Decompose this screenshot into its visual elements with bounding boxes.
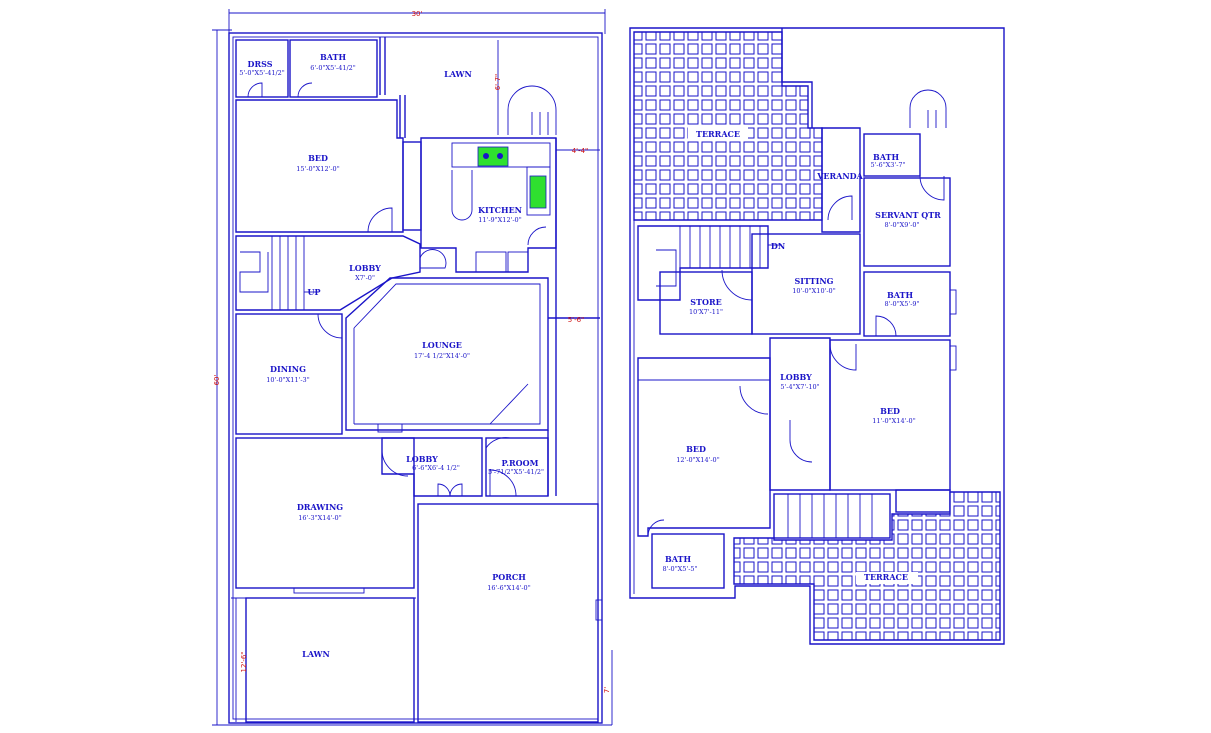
room-porch-name: PORCH [492, 572, 526, 582]
room-lawn-front-name: LAWN [302, 649, 330, 659]
room-drawing-size: 16'-3"X14'-0" [298, 514, 341, 522]
room-lounge-name: LOUNGE [422, 340, 462, 350]
front-lawn-dimension: 12'-6" [240, 651, 248, 672]
room-drawing-name: DRAWING [297, 502, 343, 512]
room-lounge-size: 17'-4 1/2"X14'-0" [414, 352, 470, 360]
kitchen-side-dimension: 4'-4" [572, 147, 589, 155]
room-bath-mid-size: 8'-0"X5'-9" [884, 300, 919, 308]
room-servant-size: 8'-0"X9'-0" [884, 221, 919, 229]
room-powder-name: P.ROOM [502, 458, 539, 468]
room-sitting-name: SITTING [794, 276, 833, 286]
room-dining-size: 10'-0"X11'-3" [266, 376, 309, 384]
stair-dn-label: DN [771, 241, 785, 251]
ground-floor-plan: 30' 60' DRSS 5'-0"X5'-41/2" BATH 6'-0"X5… [212, 9, 613, 726]
room-servant-name: SERVANT QTR [875, 210, 941, 220]
room-bed-name: BED [308, 153, 328, 163]
room-bed-left-size: 12'-0"X14'-0" [676, 456, 719, 464]
room-bath-size: 6'-0"X5'-41/2" [310, 64, 356, 72]
room-lobby-name: LOBBY [349, 263, 381, 273]
room-dress-size: 5'-0"X5'-41/2" [239, 69, 285, 77]
room-kitchen-name: KITCHEN [478, 205, 522, 215]
room-lobby-size: X7'-0" [355, 274, 375, 282]
overall-depth-dimension: 60' [213, 375, 221, 386]
room-store-size: 10'X7'-11" [689, 308, 723, 316]
room-bath-servant-size: 5'-6"X3'-7" [870, 161, 905, 169]
front-setback-dimension: 7' [603, 687, 611, 693]
room-bed-left-name: BED [686, 444, 706, 454]
first-floor-plan: TERRACE VERANDA BATH 5'-6"X3'-7" SERVANT… [629, 27, 1005, 645]
room-lobby-size: 5'-4"X7'-10" [780, 383, 819, 391]
room-veranda-name: VERANDA [816, 171, 863, 181]
room-powder-size: 5'-71/2"X5'-41/2" [488, 468, 544, 476]
terrace-back-tiles [633, 31, 823, 221]
rear-lawn-dimension: 6'-7" [494, 74, 502, 91]
room-lobby-front-size: 6'-6"X6'-4 1/2" [412, 464, 460, 472]
lounge-side-dimension: 5'-6" [568, 316, 585, 324]
room-store-name: STORE [690, 297, 721, 307]
room-bath-front-name: BATH [665, 554, 691, 564]
room-kitchen-size: 11'-9"X12'-0" [478, 216, 521, 224]
overall-width-dimension: 30' [412, 10, 423, 18]
room-bed-size: 15'-0"X12'-0" [296, 165, 339, 173]
room-lobby-name: LOBBY [780, 372, 812, 382]
room-lobby-front-name: LOBBY [406, 454, 438, 464]
room-terrace-back-name: TERRACE [696, 129, 740, 139]
room-bath-servant-name: BATH [873, 152, 899, 162]
stair-up-label: UP [308, 287, 321, 297]
room-porch-size: 16'-6"X14'-0" [487, 584, 530, 592]
room-lawn-back-name: LAWN [444, 69, 472, 79]
terrace-front-tiles [733, 491, 1001, 641]
room-dining-name: DINING [270, 364, 306, 374]
room-dress-name: DRSS [248, 59, 273, 69]
room-bath-front-size: 8'-0"X5'-5" [662, 565, 697, 573]
room-sitting-size: 10'-0"X10'-0" [792, 287, 835, 295]
room-bath-mid-name: BATH [887, 290, 913, 300]
room-bath-name: BATH [320, 52, 346, 62]
room-terrace-front-name: TERRACE [864, 572, 908, 582]
room-bed-right-size: 11'-0"X14'-0" [872, 417, 915, 425]
room-bed-right-name: BED [880, 406, 900, 416]
